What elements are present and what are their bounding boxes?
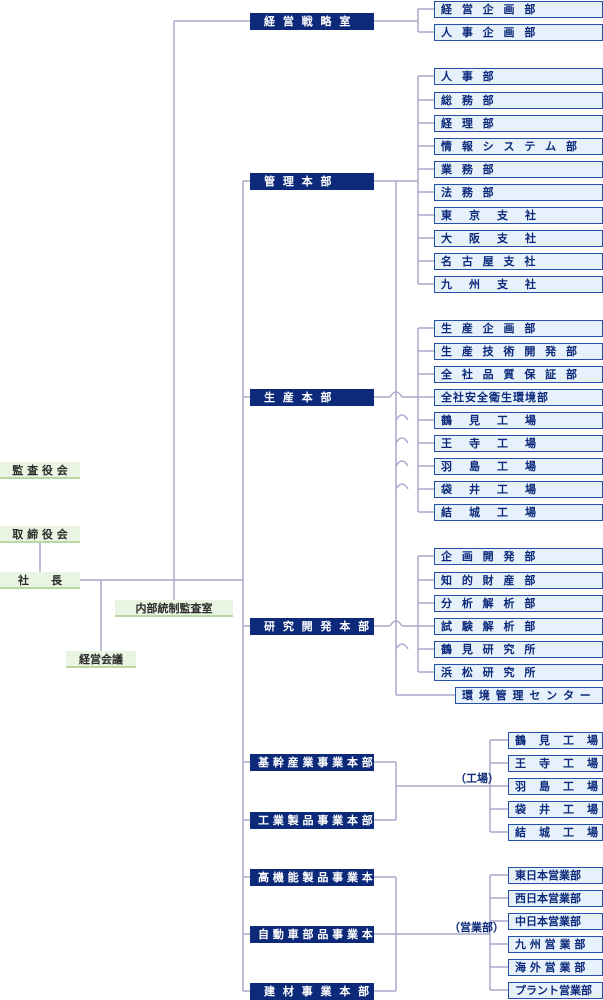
internal-audit-box: 内部統制監査室 [115,600,233,617]
board-box: 取 締 役 会 [0,526,80,543]
dept-box: 人 事 部 [434,68,603,85]
sales-box: 中日本営業部 [508,913,603,930]
dept-box: 全 社 品 質 保 証 部 [434,366,603,383]
dept-box: 知 的 財 産 部 [434,572,603,589]
dept-box: 生 産 企 画 部 [434,320,603,337]
sales-box: 九 州 営 業 部 [508,936,603,953]
dept-box: 鶴 見 研 究 所 [434,641,603,658]
president-box: 社 長 [0,572,80,589]
factory-box: 結 城 工 場 [508,824,603,841]
management-meeting-box: 経営会議 [66,651,136,668]
division-admin: 管 理 本 部 [250,173,374,190]
dept-box: 全社安全衛生環境部 [434,389,603,406]
connector-hop [395,414,409,421]
dept-box: 経 理 部 [434,115,603,132]
connector-hop [395,483,409,490]
connector-hop [395,643,409,650]
connector-hop [389,620,403,627]
factories-label: （工場） [455,772,499,785]
dept-box: 企 画 開 発 部 [434,548,603,565]
connector-hop [395,460,409,467]
dept-box: 結 城 工 場 [434,504,603,521]
division-strategy: 経 営 戦 略 室 [250,13,374,30]
dept-box: 袋 井 工 場 [434,481,603,498]
dept-box: 法 務 部 [434,184,603,201]
connector-hop [389,391,403,398]
sales-box: プラント営業部 [508,982,603,999]
division-core-industry: 基 幹 産 業 事 業 本 部 [250,754,374,771]
auditors-box: 監 査 役 会 [0,462,80,479]
division-rnd: 研 究 開 発 本 部 [250,618,374,635]
dept-box: 業 務 部 [434,161,603,178]
connector-hop [395,437,409,444]
factory-box: 羽 島 工 場 [508,778,603,795]
factory-box: 王 寺 工 場 [508,755,603,772]
dept-box: 総 務 部 [434,92,603,109]
dept-box: 東 京 支 社 [434,207,603,224]
dept-box: 名 古 屋 支 社 [434,253,603,270]
dept-box: 情 報 シ ス テ ム 部 [434,138,603,155]
dept-box: 浜 松 研 究 所 [434,664,603,681]
dept-box: 分 析 解 析 部 [434,595,603,612]
division-automotive-parts: 自 動 車 部 品 事 業 本 部 [250,926,374,943]
division-building-materials: 建 材 事 業 本 部 [250,983,374,1000]
division-industrial-products: 工 業 製 品 事 業 本 部 [250,812,374,829]
dept-box: 王 寺 工 場 [434,435,603,452]
sales-box: 西日本営業部 [508,890,603,907]
dept-box: 試 験 解 析 部 [434,618,603,635]
dept-box: 経 営 企 画 部 [434,1,603,18]
dept-box: 鶴 見 工 場 [434,412,603,429]
sales-box: 東日本営業部 [508,867,603,884]
factory-box: 鶴 見 工 場 [508,732,603,749]
factory-box: 袋 井 工 場 [508,801,603,818]
sales-box: 海 外 営 業 部 [508,959,603,976]
division-functional-products: 高 機 能 製 品 事 業 本 部 [250,869,374,886]
dept-box: 人 事 企 画 部 [434,24,603,41]
division-production: 生 産 本 部 [250,389,374,406]
environment-center-box: 環 境 管 理 セ ン タ ー [455,687,603,704]
dept-box: 九 州 支 社 [434,276,603,293]
sales-label: （営業部） [449,921,504,934]
dept-box: 羽 島 工 場 [434,458,603,475]
dept-box: 生 産 技 術 開 発 部 [434,343,603,360]
dept-box: 大 阪 支 社 [434,230,603,247]
